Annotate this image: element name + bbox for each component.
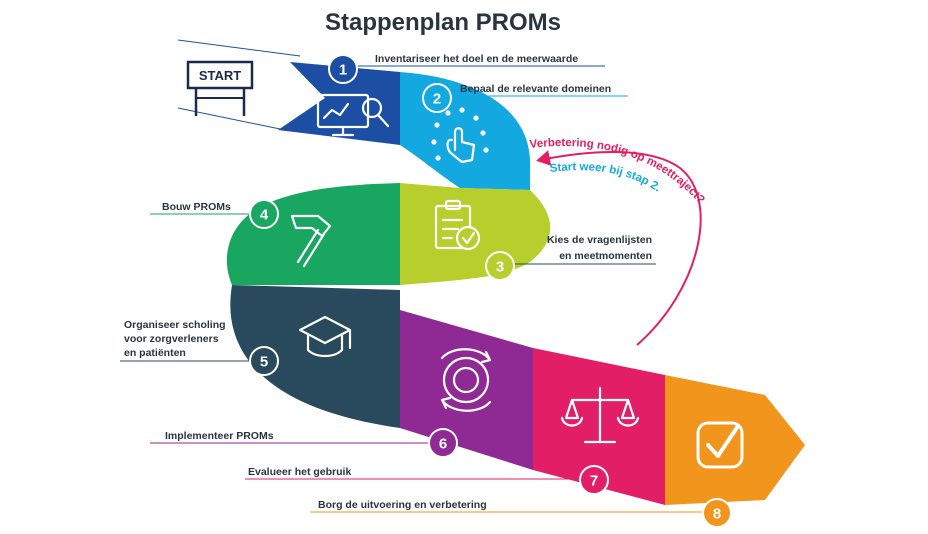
graduation-cap-icon	[298, 315, 352, 358]
step-1-label: Inventariseer het doel en de meerwaarde	[375, 53, 578, 65]
step-number-7: 7	[590, 473, 598, 490]
step-badge-4: 4	[249, 199, 279, 229]
step-5-label-line2: voor zorgverleners	[124, 333, 219, 345]
step-badge-1: 1	[328, 54, 358, 84]
checkmark-icon	[696, 421, 744, 469]
step-number-6: 6	[439, 436, 447, 453]
hand-pointer-dots-icon	[431, 107, 489, 164]
step-number-4: 4	[260, 207, 269, 224]
page-title: Stappenplan PROMs	[325, 9, 561, 36]
cycle-gear-icon	[440, 348, 492, 412]
step-number-2: 2	[433, 91, 441, 108]
balance-scale-icon	[560, 386, 640, 444]
road-segment-6	[400, 310, 533, 470]
step-3-label-line1: Kies de vragenlijsten	[547, 234, 652, 246]
step-4-label: Bouw PROMs	[162, 201, 231, 213]
step-badge-8: 8	[702, 498, 732, 528]
step-badge-7: 7	[579, 465, 609, 495]
step-number-8: 8	[713, 506, 721, 523]
step-badge-2: 2	[422, 83, 452, 113]
step-badge-6: 6	[428, 428, 458, 458]
road-segment-8	[665, 375, 805, 505]
step-2-label: Bepaal de relevante domeinen	[460, 83, 611, 95]
step-number-3: 3	[496, 259, 504, 276]
step-7-label: Evalueer het gebruik	[248, 466, 351, 478]
step-5-label-line3: en patiënten	[124, 347, 186, 359]
guide-line-bottom	[177, 107, 286, 131]
step-badge-3: 3	[485, 251, 515, 281]
road-segment-1	[278, 62, 400, 145]
start-sign-label: START	[199, 68, 241, 83]
step-number-1: 1	[339, 62, 347, 79]
step-3-label-line2: en meetmomenten	[559, 250, 652, 262]
step-8-label: Borg de uitvoering en verbetering	[318, 499, 487, 511]
step-6-label: Implementeer PROMs	[165, 430, 274, 442]
step-badge-5: 5	[249, 346, 279, 376]
monitor-chart-magnifier-icon	[316, 93, 390, 137]
guide-line-top	[177, 39, 301, 57]
clipboard-check-icon	[434, 199, 481, 251]
start-sign: START	[186, 60, 254, 116]
step-5-label-line1: Organiseer scholing	[124, 319, 226, 331]
road-segment-5	[230, 285, 400, 428]
road-segment-4	[226, 183, 400, 285]
step-number-5: 5	[260, 354, 268, 371]
feedback-arrow	[536, 150, 702, 346]
hammer-icon	[290, 214, 332, 268]
